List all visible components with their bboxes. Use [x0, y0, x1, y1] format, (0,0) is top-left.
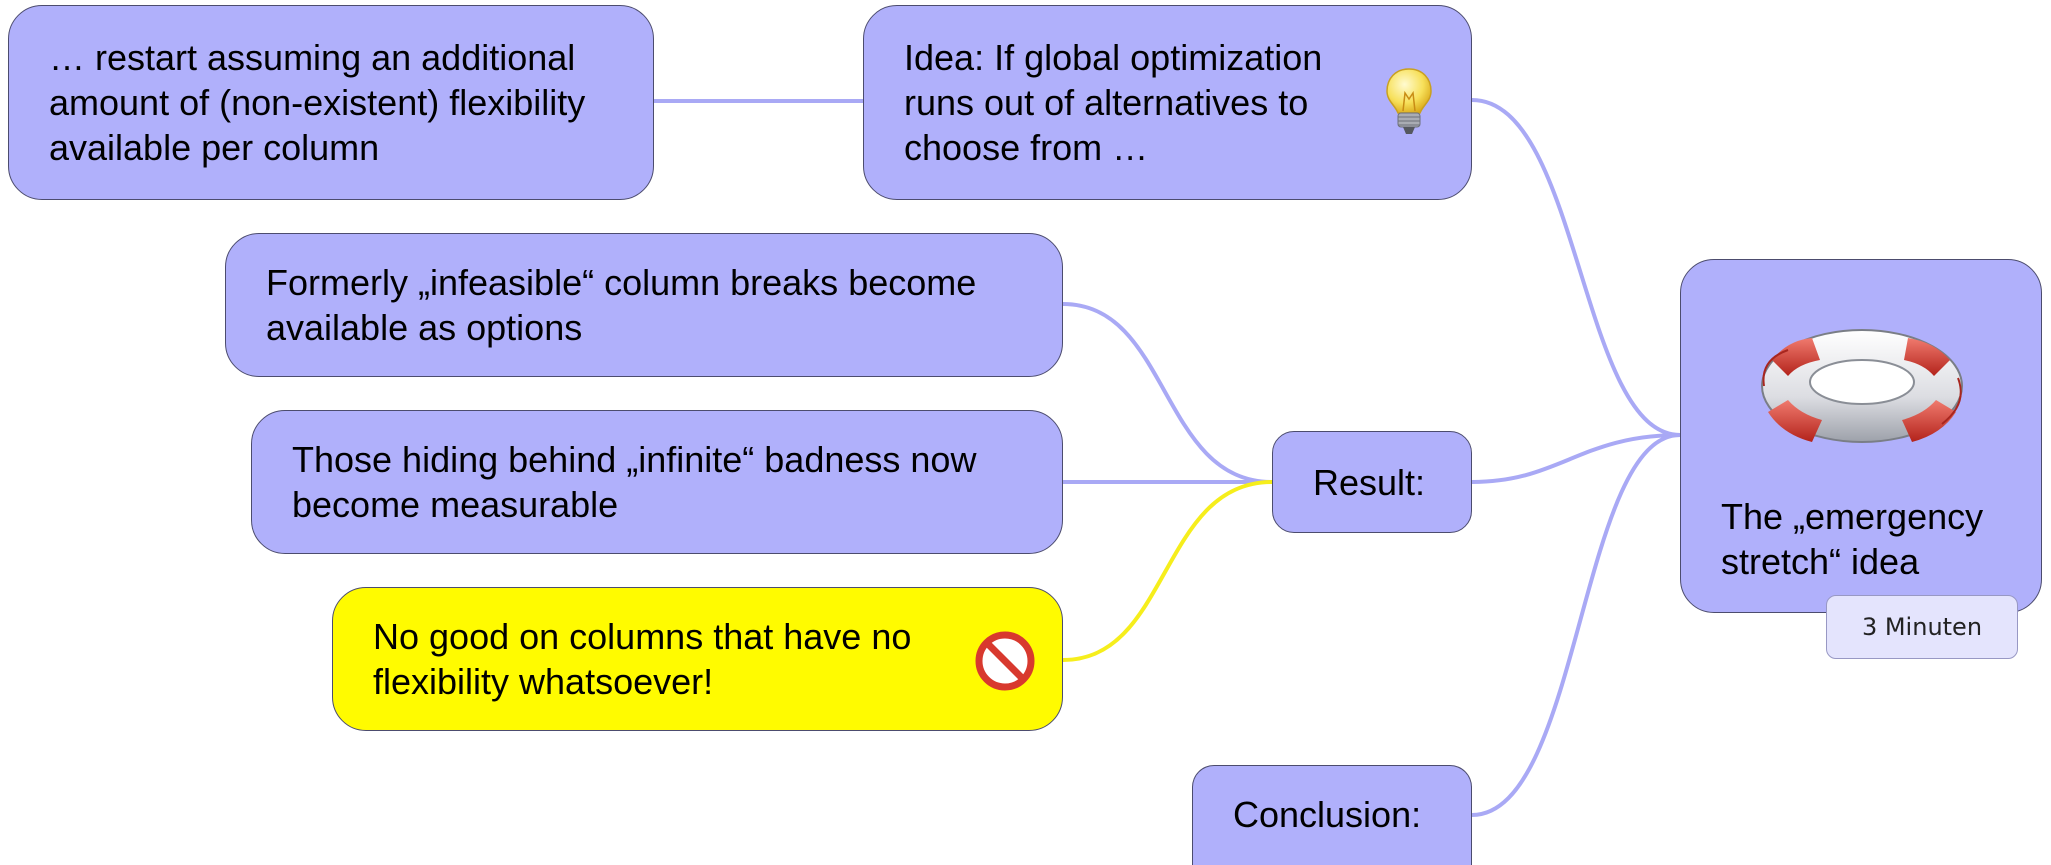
link-root-conclusion — [1471, 433, 1681, 817]
lifebuoy-icon — [1761, 329, 1963, 443]
link-result-nogood — [1062, 480, 1273, 662]
link-root-idea — [1471, 98, 1681, 437]
root-node-label: The „emergency stretch“ idea — [1721, 496, 1984, 582]
result-node-label: Result: — [1313, 461, 1426, 503]
lightbulb-icon — [1386, 68, 1432, 134]
idea-node[interactable]: Idea: If global optimization runs out of… — [863, 5, 1472, 200]
conclusion-node[interactable]: Conclusion: — [1192, 765, 1472, 865]
prohibited-icon — [975, 631, 1035, 691]
formerly-infeasible-node[interactable]: Formerly „infeasible“ column breaks beco… — [225, 233, 1063, 377]
conclusion-node-label: Conclusion: — [1233, 794, 1422, 835]
formerly-infeasible-label: Formerly „infeasible“ column breaks beco… — [266, 262, 977, 348]
link-result-formerly — [1062, 302, 1273, 484]
infinite-badness-node[interactable]: Those hiding behind „infinite“ badness n… — [251, 410, 1063, 554]
duration-badge: 3 Minuten — [1826, 595, 2018, 659]
restart-node-label: … restart assuming an additional amount … — [49, 37, 586, 168]
infinite-badness-label: Those hiding behind „infinite“ badness n… — [292, 439, 977, 525]
restart-node[interactable]: … restart assuming an additional amount … — [8, 5, 654, 200]
result-node[interactable]: Result: — [1272, 431, 1472, 533]
no-flexibility-warning-label: No good on columns that have no flexibil… — [373, 616, 912, 702]
link-root-result — [1471, 433, 1681, 484]
no-flexibility-warning-node[interactable]: No good on columns that have no flexibil… — [332, 587, 1063, 731]
idea-node-label: Idea: If global optimization runs out of… — [904, 37, 1323, 168]
